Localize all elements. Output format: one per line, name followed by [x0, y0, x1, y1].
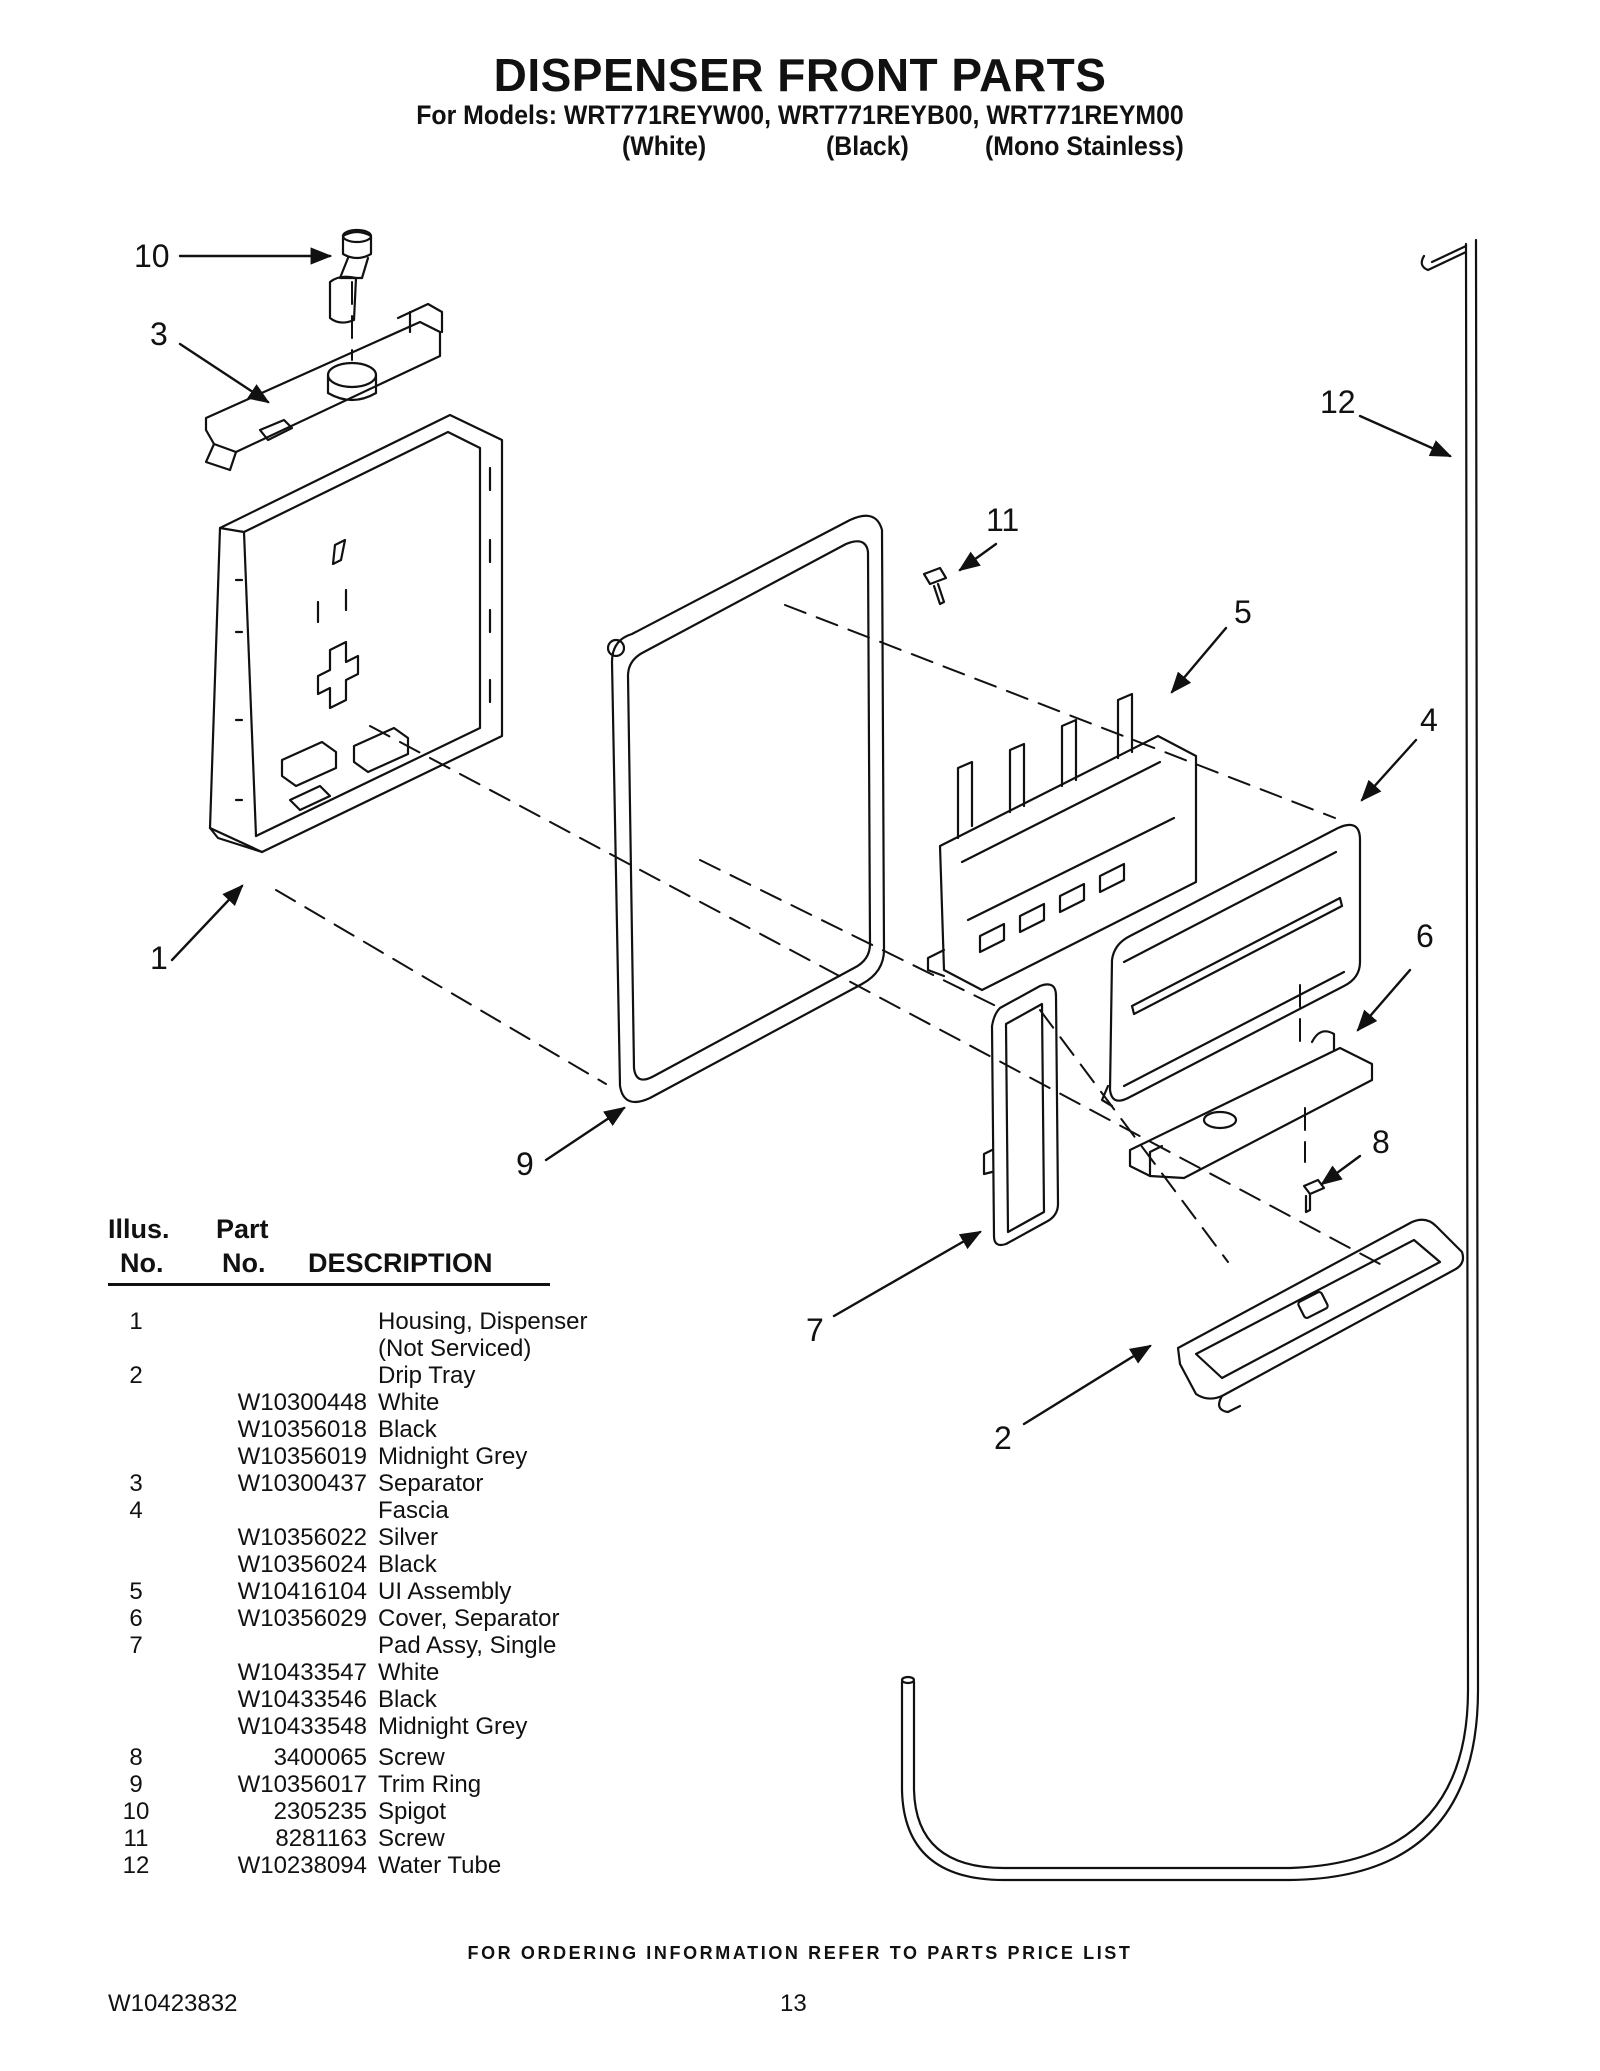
callout-3: 3 — [150, 316, 168, 352]
col-head-part: Part — [216, 1214, 269, 1244]
callout-9: 9 — [516, 1146, 534, 1182]
callout-6: 6 — [1416, 918, 1434, 954]
callout-12: 12 — [1320, 384, 1356, 420]
callout-10: 10 — [134, 238, 170, 274]
fascia-part — [1100, 823, 1362, 1108]
drip-tray-part — [1176, 1218, 1465, 1414]
document-number: W10423832 — [108, 1990, 238, 2017]
leader-arrows — [170, 247, 1452, 1426]
col-head-description: DESCRIPTION — [308, 1248, 493, 1278]
page-number: 13 — [780, 1990, 807, 2017]
callout-4: 4 — [1420, 702, 1438, 738]
dispenser-housing-part — [208, 413, 504, 854]
callout-2: 2 — [994, 1420, 1012, 1456]
ordering-note: FOR ORDERING INFORMATION REFER TO PARTS … — [467, 1943, 1133, 1963]
pad-assy-part — [982, 983, 1060, 1247]
variant-mono-label: (Mono Stainless) — [985, 131, 1184, 161]
cover-separator-part — [1128, 1030, 1374, 1180]
col-head-illus: Illus. — [108, 1214, 170, 1244]
table-header-rule — [108, 1283, 550, 1286]
assembly-lines — [275, 281, 1381, 1265]
water-tube-part — [900, 238, 1480, 1882]
variant-black-label: (Black) — [826, 131, 909, 161]
col-head-illus-no: No. — [120, 1248, 164, 1278]
separator-part — [204, 302, 444, 472]
models-subtitle: For Models: WRT771REYW00, WRT771REYB00, … — [416, 100, 1184, 130]
page-title: DISPENSER FRONT PARTS — [493, 49, 1107, 101]
callout-1: 1 — [150, 940, 168, 976]
col-head-part-no: No. — [222, 1248, 266, 1278]
callout-5: 5 — [1234, 594, 1252, 630]
trim-ring-part — [606, 514, 886, 1104]
callout-11: 11 — [986, 502, 1020, 538]
variant-white-label: (White) — [622, 131, 707, 161]
ui-assembly-part — [926, 692, 1198, 992]
screw-11-part — [922, 566, 948, 606]
screw-8-part — [1302, 1178, 1326, 1214]
callout-8: 8 — [1372, 1124, 1390, 1160]
spigot-part — [328, 228, 373, 324]
callout-7: 7 — [806, 1312, 824, 1348]
